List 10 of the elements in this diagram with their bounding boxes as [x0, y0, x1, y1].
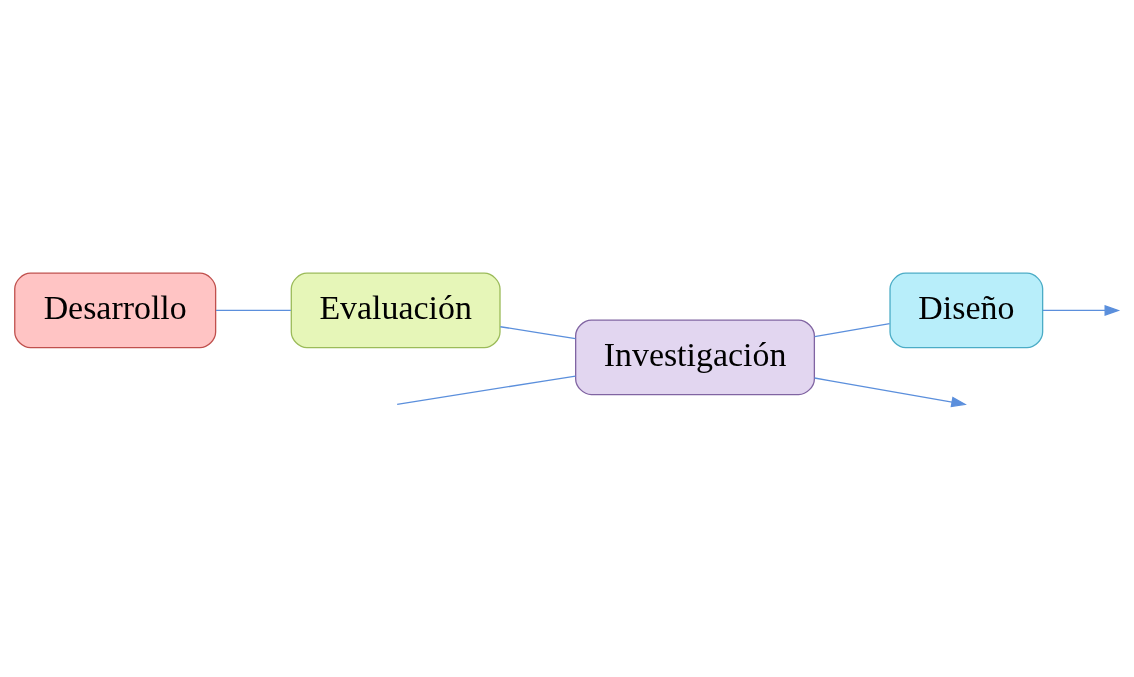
node-box: Investigación: [575, 319, 815, 395]
connector: [215, 309, 292, 311]
node-box: Diseño: [889, 272, 1044, 348]
node-box: Evaluación: [290, 272, 501, 348]
node-box: Desarrollo: [14, 272, 217, 348]
arrow: [1042, 304, 1121, 316]
connector: [396, 374, 577, 405]
arrow: [813, 376, 967, 407]
connector: [813, 322, 891, 337]
connector: [499, 325, 577, 339]
